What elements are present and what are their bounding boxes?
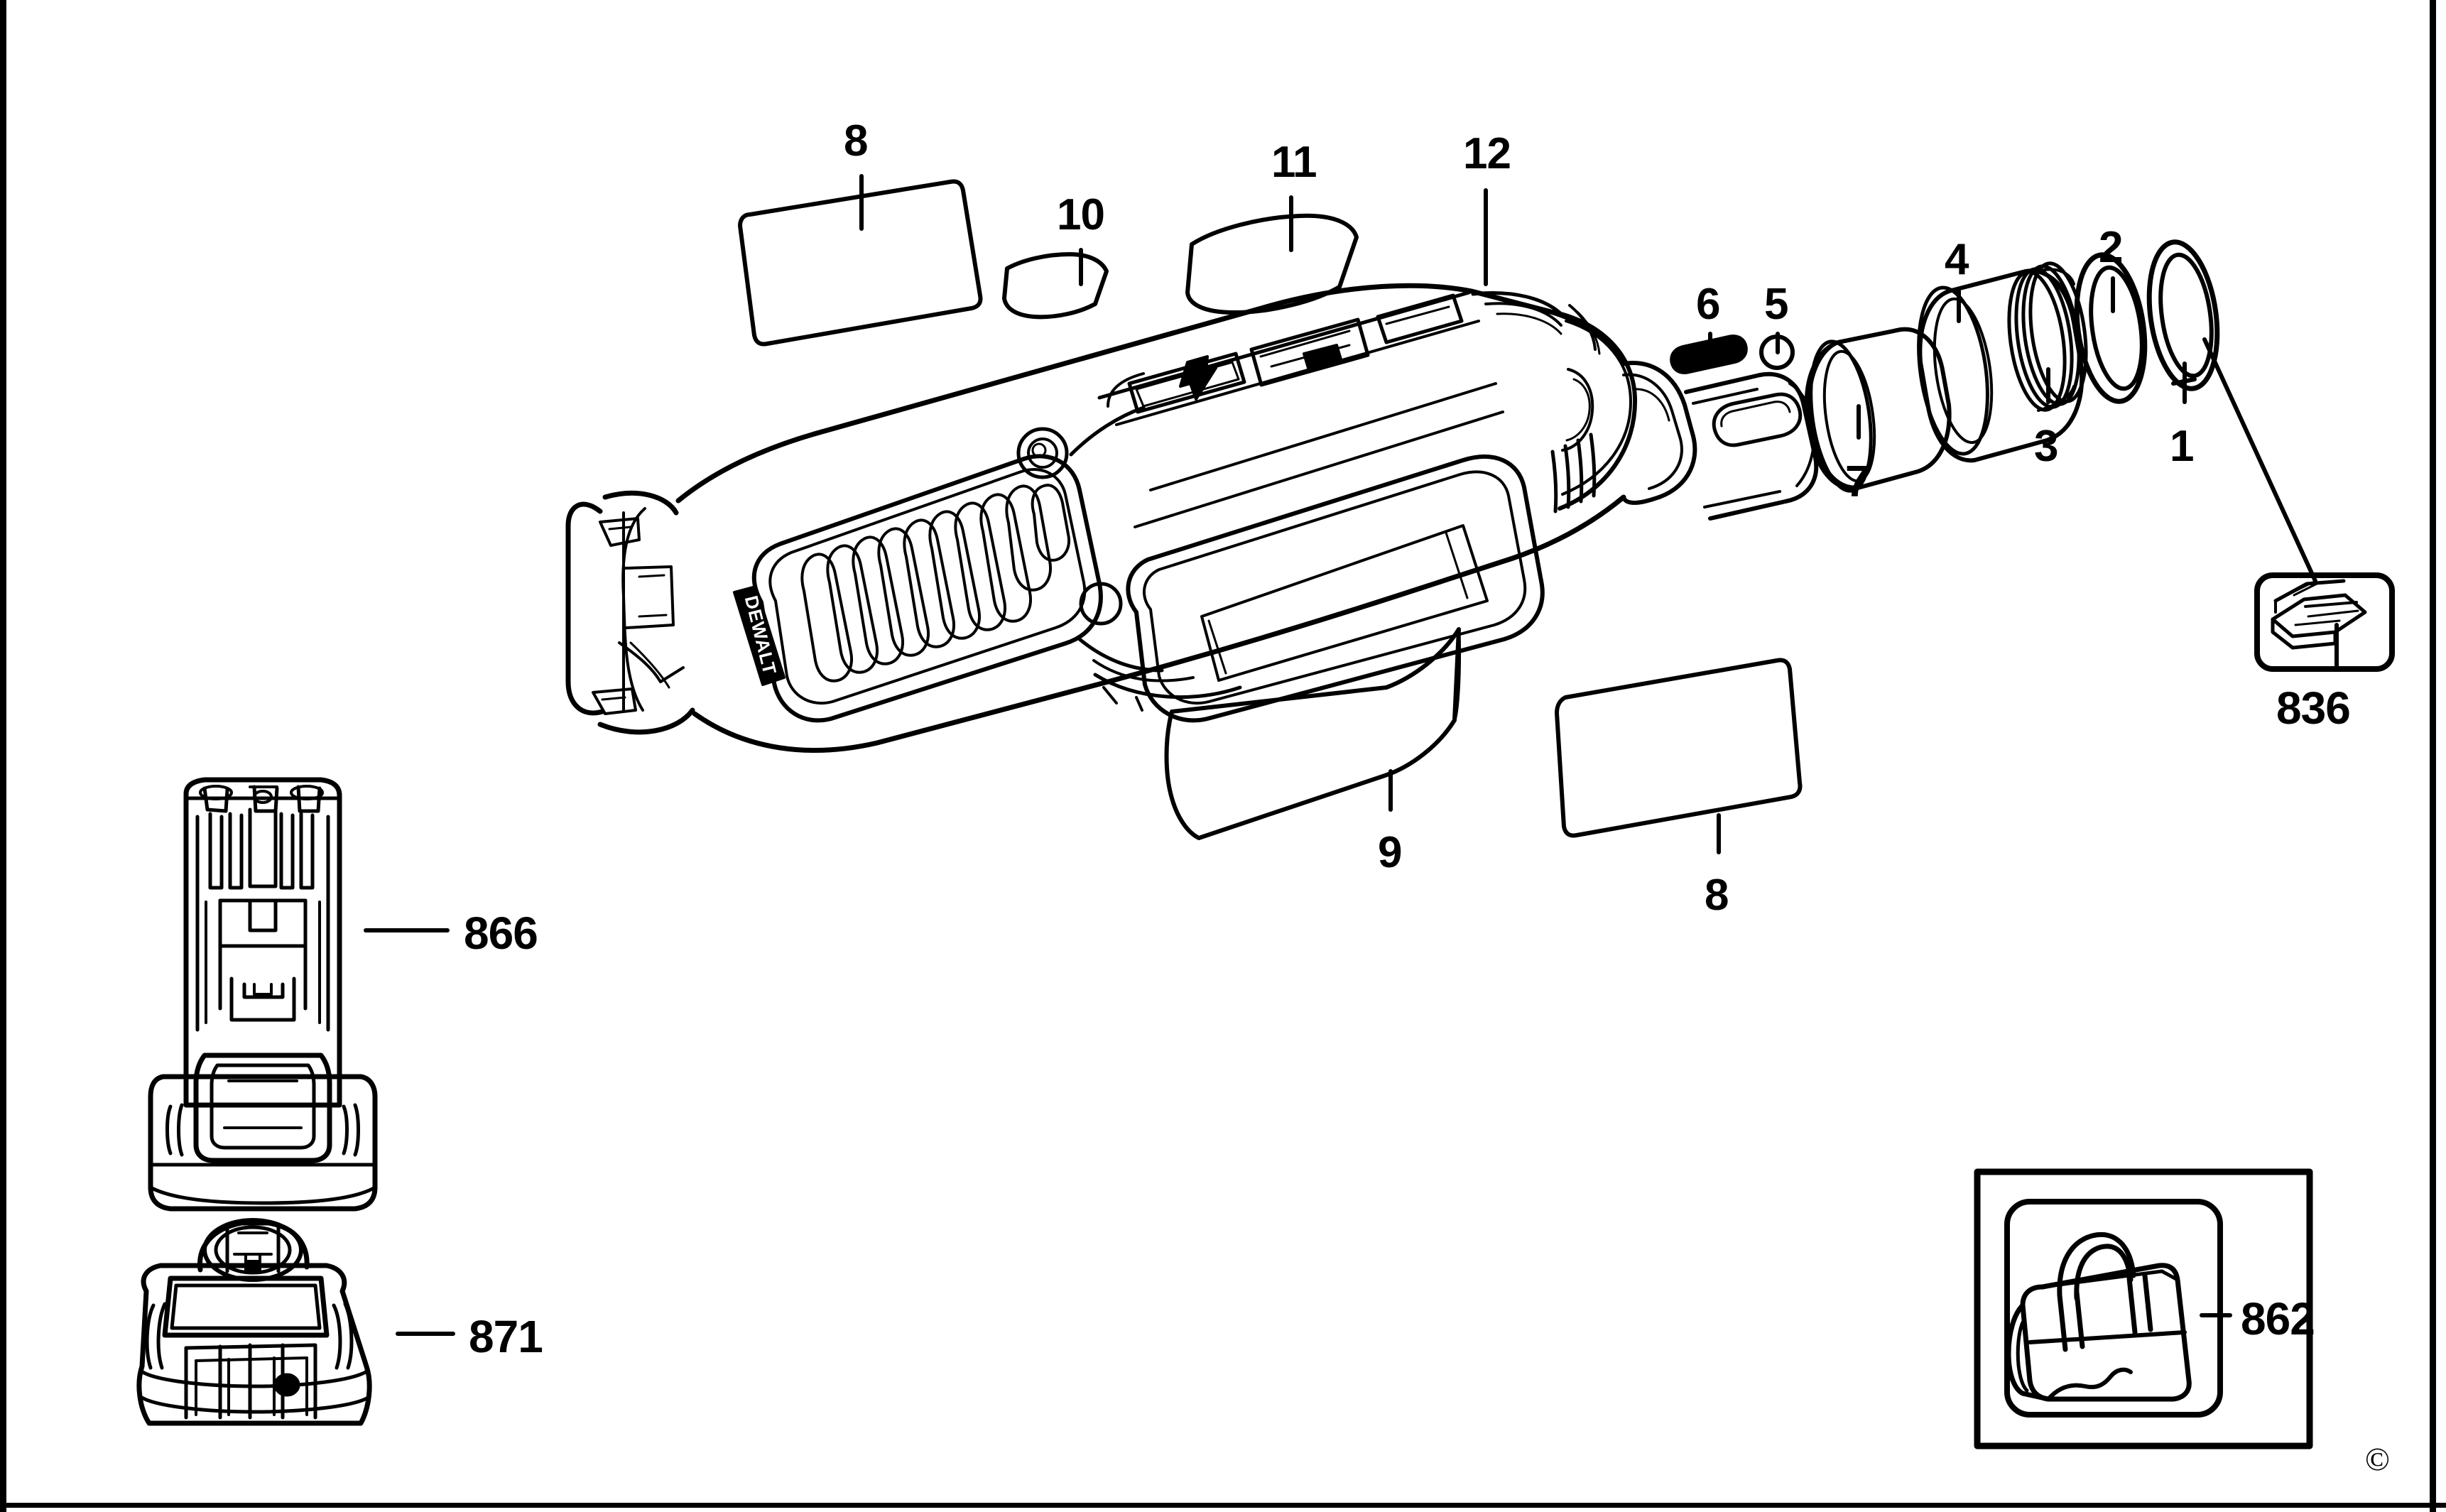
callout-label-9: 9 [1378, 828, 1402, 877]
page-border-right [2430, 0, 2436, 1512]
part-large-label-8-bottom [1555, 658, 1803, 838]
callout-label-3: 3 [2034, 422, 2058, 471]
callout-label-10: 10 [1057, 190, 1105, 239]
callout-label-866: 866 [464, 908, 538, 959]
callout-label-862: 862 [2241, 1293, 2315, 1344]
callout-label-12: 12 [1463, 129, 1511, 178]
part-washer-ring-2 [2074, 252, 2148, 404]
part-small-label-10 [1002, 252, 1109, 320]
page-border-bottom [0, 1503, 2446, 1508]
callout-leaders [364, 174, 2339, 1336]
callout-label-8: 8 [844, 116, 868, 165]
callout-label-1: 1 [2170, 422, 2194, 471]
callout-label-8: 8 [1705, 871, 1729, 920]
callout-label-7: 7 [1845, 457, 1869, 506]
page-border-left [0, 0, 6, 1512]
copyright-symbol: © [2365, 1441, 2390, 1477]
callout-label-836: 836 [2276, 682, 2351, 734]
callout-label-2: 2 [2099, 223, 2123, 272]
part-battery-charger-871 [136, 1218, 372, 1426]
callout-label-11: 11 [1271, 138, 1317, 187]
callout-label-5: 5 [1764, 280, 1788, 329]
tool-body-assembly [565, 283, 1819, 753]
dewalt-nameplate [733, 585, 786, 686]
part-medium-label-11 [1185, 213, 1359, 315]
callout-label-4: 4 [1945, 235, 1969, 284]
part-belt-clip-836 [2254, 572, 2395, 672]
part-battery-pack-866 [148, 777, 378, 1212]
part-tool-bag-862 [1974, 1168, 2313, 1450]
leader-1-to-836 [2202, 337, 2317, 583]
callout-label-6: 6 [1696, 280, 1720, 329]
part-curved-label-9 [1164, 627, 1462, 840]
part-large-label-8-top [738, 179, 983, 347]
callout-label-871: 871 [469, 1311, 543, 1362]
